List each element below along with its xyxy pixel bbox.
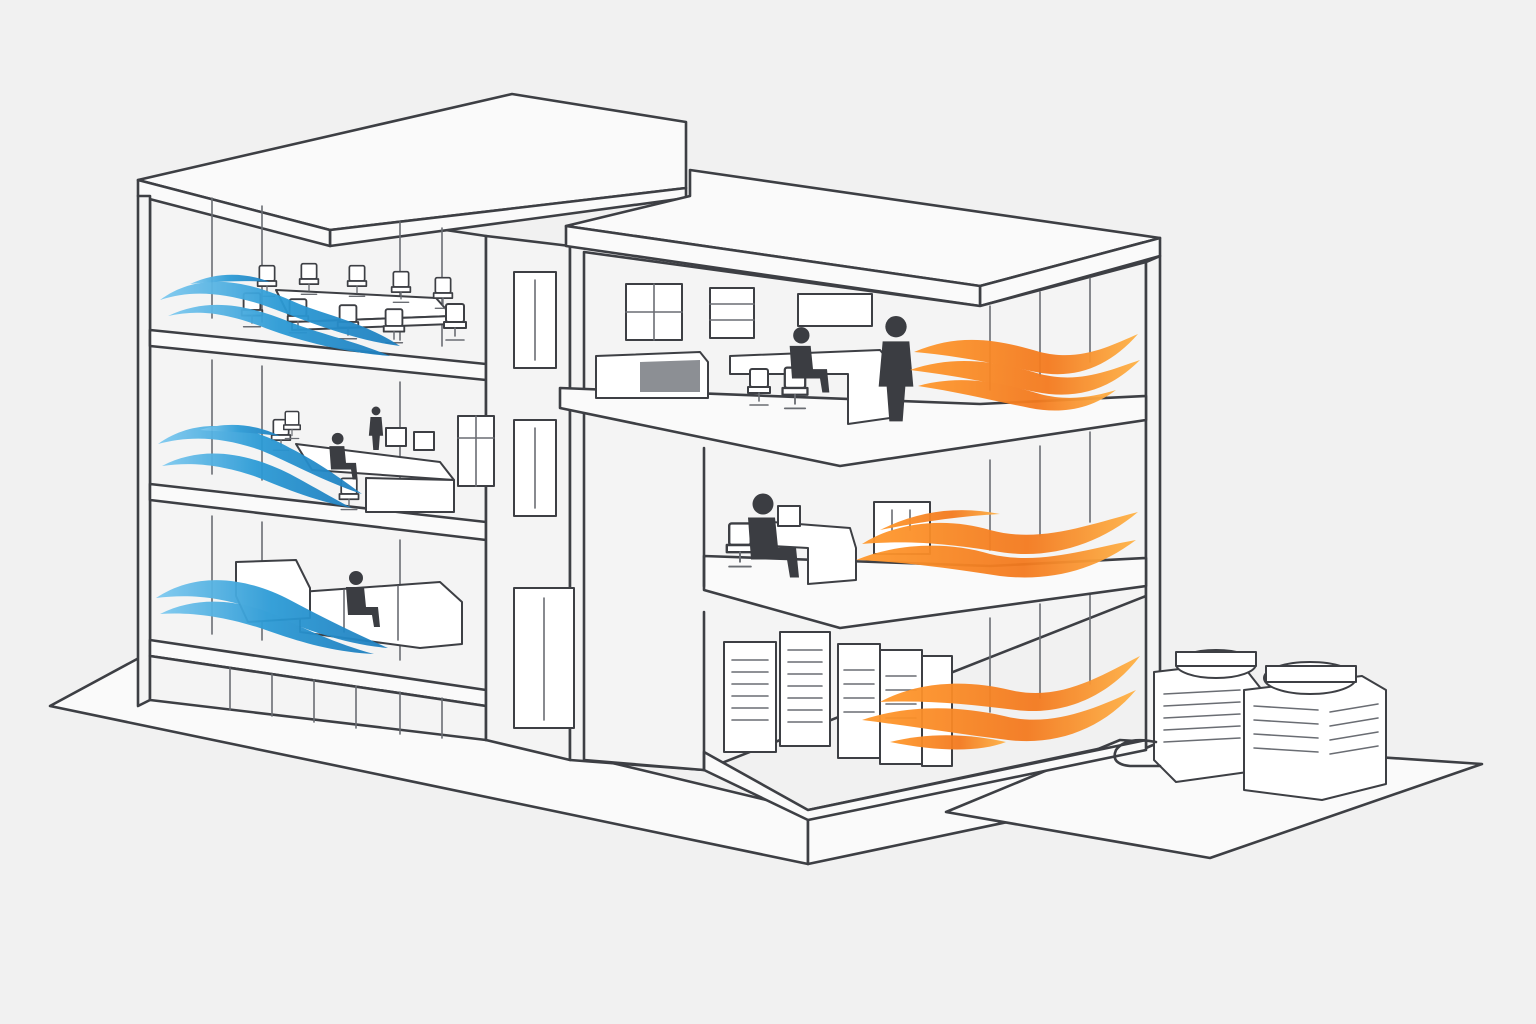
- cool-airflow-icon: [156, 580, 388, 654]
- upper-office: [595, 283, 914, 425]
- slab-right-floor-3: [558, 386, 1148, 468]
- outdoor-condenser-unit-icon: [1243, 661, 1387, 801]
- server-rack-icon: [723, 641, 777, 753]
- outdoor-condenser-unit-icon: [1153, 649, 1263, 783]
- whiteboard: [797, 293, 873, 327]
- server-room: [723, 631, 953, 767]
- server-rack-icon: [779, 631, 831, 747]
- cool-airflow-icon: [160, 274, 400, 356]
- refrigerant-pipe: [1113, 738, 1162, 768]
- open-office: [270, 406, 495, 513]
- warm-airflow-icon: [856, 510, 1138, 578]
- workstation-desk: [771, 521, 857, 585]
- warm-airflow-icon: [862, 656, 1140, 750]
- cool-airflow-icon: [158, 424, 362, 508]
- warm-airflow-icon: [910, 334, 1140, 411]
- wall-cabinet: [709, 287, 755, 339]
